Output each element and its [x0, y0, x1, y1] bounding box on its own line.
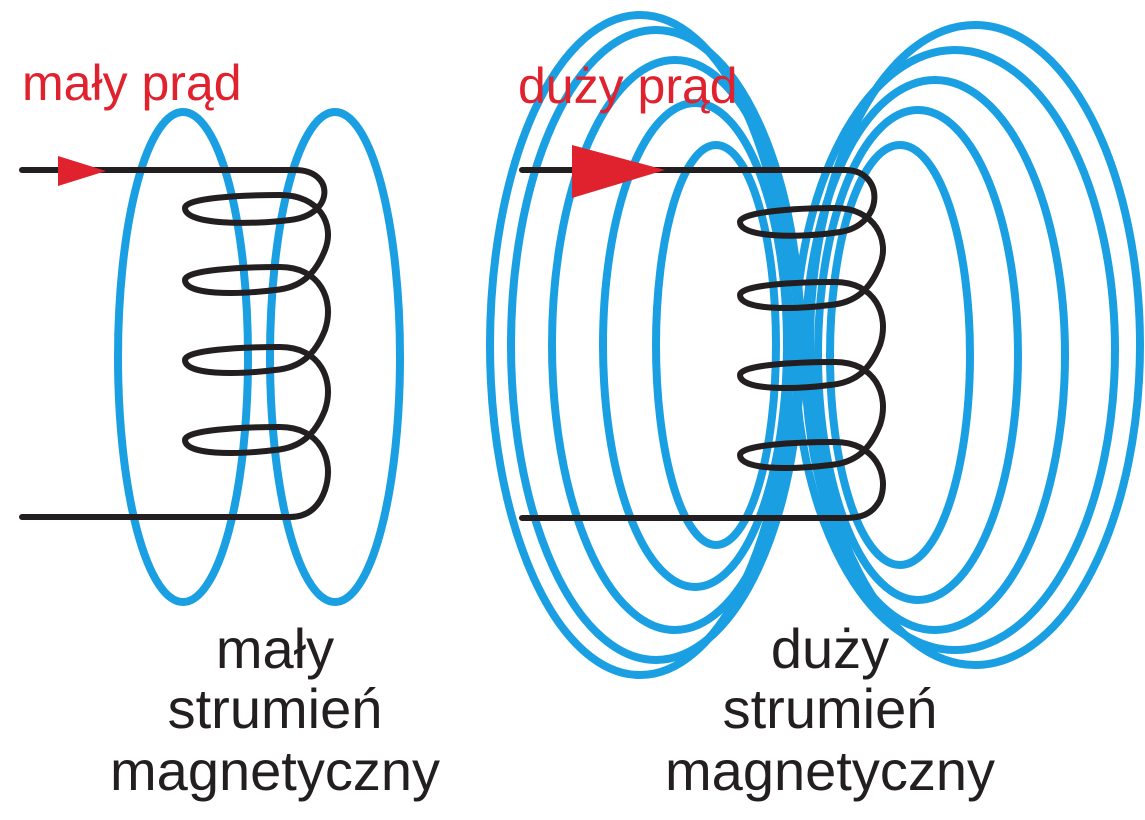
left-flux-label-line-2: strumień — [168, 677, 383, 740]
right-field-lines — [486, 11, 1144, 679]
right-field-left-4 — [507, 26, 805, 664]
right-coil — [519, 167, 886, 521]
left-current-arrow — [58, 156, 106, 186]
right-field-right-4 — [791, 46, 1119, 654]
right-flux-label-line-2: strumień — [723, 677, 938, 740]
left-coil — [19, 167, 331, 520]
left-flux-label-line-3: magnetyczny — [110, 739, 440, 802]
right-panel: duży prąd duży strumień magnetyczny — [486, 11, 1144, 802]
left-flux-label-line-1: mały — [216, 617, 334, 680]
left-panel: mały prąd mały strumień magnetyczny — [19, 55, 440, 802]
right-field-left-1 — [652, 141, 780, 549]
right-field-right-2 — [814, 106, 1022, 604]
left-field-lines — [114, 108, 404, 606]
right-field-right-3 — [801, 76, 1069, 634]
right-flux-label-line-3: magnetyczny — [665, 739, 995, 802]
right-field-right-1 — [826, 141, 974, 569]
right-field-right-5 — [806, 21, 1144, 669]
right-current-arrow — [572, 145, 665, 198]
right-coil-wire — [519, 167, 886, 521]
left-coil-wire — [19, 167, 331, 520]
left-field-line-1 — [114, 108, 252, 606]
left-current-label: mały prąd — [22, 55, 242, 111]
right-field-left-5 — [486, 11, 794, 679]
right-flux-label-line-1: duży — [771, 617, 889, 680]
left-field-line-2 — [266, 108, 404, 606]
right-current-label: duży prąd — [518, 58, 738, 114]
